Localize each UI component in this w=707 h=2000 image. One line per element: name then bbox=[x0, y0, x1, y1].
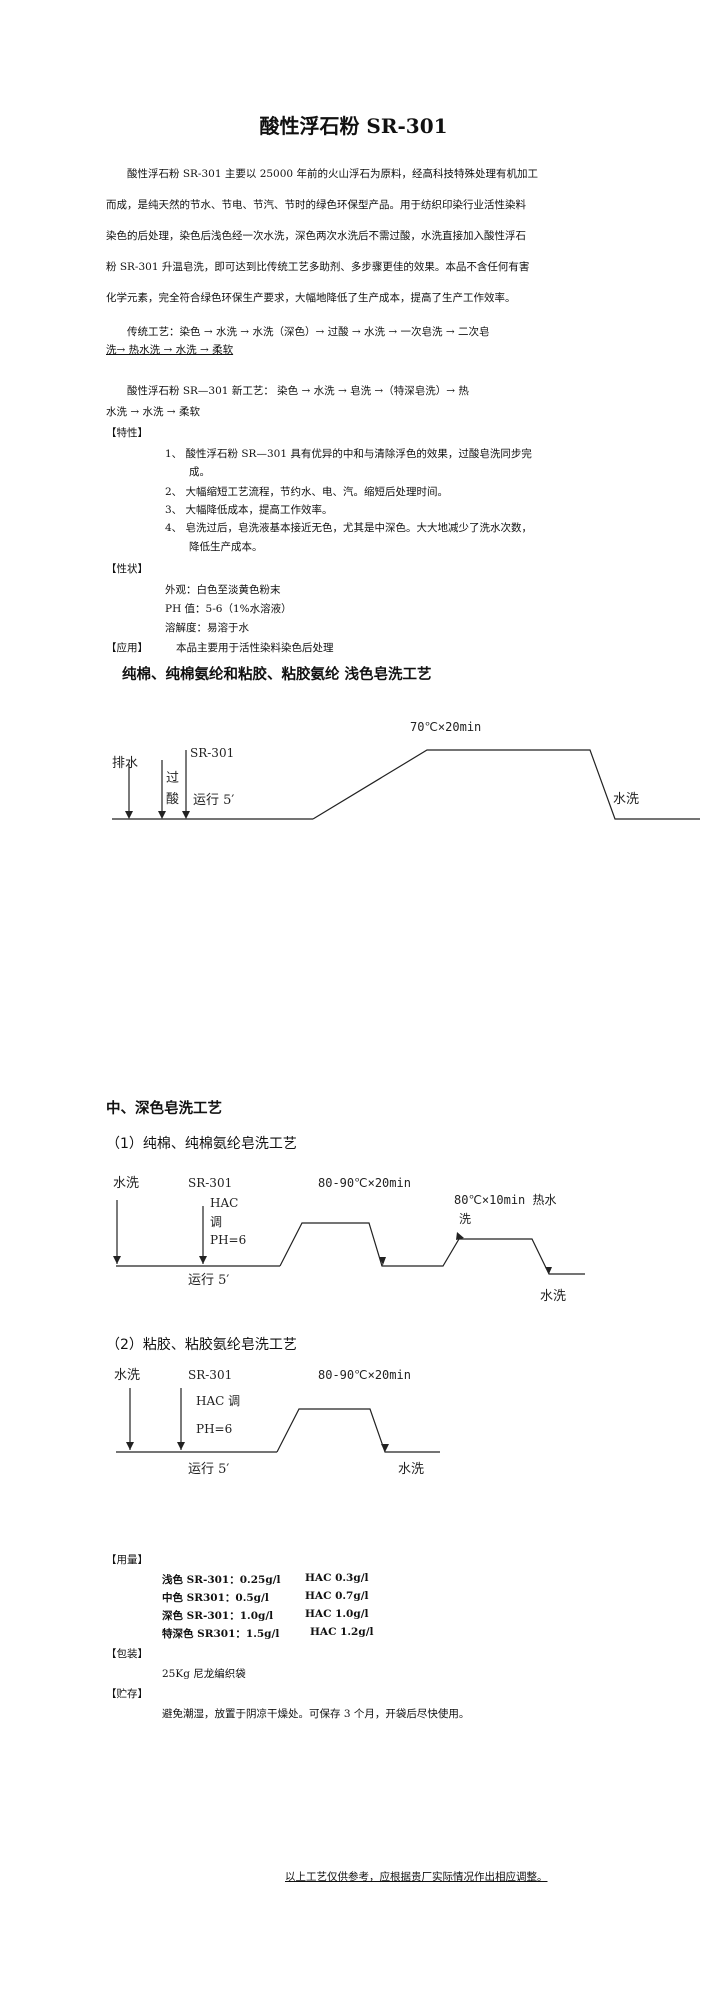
dosage-hac: HAC 0.3g/l bbox=[305, 1572, 369, 1584]
property-ph: PH 值：5-6（1%水溶液） bbox=[165, 603, 292, 615]
run-label: 运行 5′ bbox=[193, 793, 234, 808]
feature-item: 1、 酸性浮石粉 SR—301 具有优异的中和与清除浮色的效果，过酸皂洗同步完 bbox=[165, 448, 532, 460]
drain-label: 排水 bbox=[112, 756, 138, 771]
intro-line: 染色的后处理，染色后浅色经一次水洗，深色两次水洗后不需过酸，水洗直接加入酸性浮石 bbox=[106, 230, 526, 242]
new-process-line: 水洗 → 水洗 → 柔软 bbox=[106, 406, 200, 418]
intro-line: 而成，是纯天然的节水、节电、节汽、节时的绿色环保型产品。用于纺织印染行业活性染料 bbox=[106, 199, 526, 211]
medium-dark-heading: 中、深色皂洗工艺 bbox=[106, 1101, 222, 1117]
features-label: 【特性】 bbox=[106, 427, 148, 439]
feature-item: 3、 大幅降低成本，提高工作效率。 bbox=[165, 504, 333, 516]
temperature-label: 70℃×20min bbox=[410, 720, 481, 734]
property-appearance: 外观：白色至淡黄色粉末 bbox=[165, 584, 281, 596]
hac-label: HAC bbox=[210, 1196, 238, 1210]
hac-label: HAC 调 bbox=[196, 1394, 240, 1408]
dosage-name: 特深色 SR301：1.5g/l bbox=[162, 1628, 280, 1640]
application-label: 【应用】 bbox=[106, 642, 148, 654]
cotton-process-heading: （1）纯棉、纯棉氨纶皂洗工艺 bbox=[106, 1136, 297, 1152]
arrow-head bbox=[381, 1444, 389, 1452]
temperature-label: 洗 bbox=[459, 1212, 471, 1226]
viscose-process-heading: （2）粘胶、粘胶氨纶皂洗工艺 bbox=[106, 1337, 297, 1353]
run-label: 运行 5′ bbox=[188, 1273, 229, 1288]
arrow-head bbox=[113, 1256, 121, 1264]
arrow-head bbox=[126, 1442, 134, 1450]
dosage-name: 中色 SR301：0.5g/l bbox=[162, 1592, 269, 1604]
product-label: SR-301 bbox=[190, 746, 234, 760]
document-title: 酸性浮石粉 SR-301 bbox=[259, 114, 448, 138]
storage-label: 【贮存】 bbox=[106, 1688, 148, 1700]
viscose-process-diagram: 水洗 SR-301 HAC 调 PH=6 运行 5′ 80-90℃×20min … bbox=[114, 1368, 440, 1477]
feature-item: 4、 皂洗过后，皂洗液基本接近无色，尤其是中深色。大大地减少了洗水次数， bbox=[165, 522, 533, 534]
temperature-profile bbox=[276, 1408, 440, 1453]
arrow-head bbox=[545, 1267, 552, 1274]
traditional-process-line: 传统工艺：染色 → 水洗 → 水洗（深色）→ 过酸 → 水洗 → 一次皂洗 → … bbox=[127, 326, 490, 338]
temperature-label: 80-90℃×20min bbox=[318, 1176, 411, 1190]
temperature-profile bbox=[312, 749, 700, 820]
product-label: SR-301 bbox=[188, 1176, 232, 1190]
intro-line: 酸性浮石粉 SR-301 主要以 25000 年前的火山浮石为原料，经高科技特殊… bbox=[127, 168, 538, 180]
traditional-process-line: 洗→ 热水洗 → 水洗 → 柔软 bbox=[106, 344, 234, 356]
arrow-head bbox=[199, 1256, 207, 1264]
packing-label: 【包装】 bbox=[106, 1648, 148, 1660]
new-process-line: 酸性浮石粉 SR—301 新工艺： 染色 → 水洗 → 皂洗 →（特深皂洗）→ … bbox=[127, 385, 469, 397]
intro-line: 化学元素，完全符合绿色环保生产要求，大幅地降低了生产成本，提高了生产工作效率。 bbox=[106, 292, 516, 304]
ph-label: PH=6 bbox=[196, 1422, 232, 1436]
arrow-head bbox=[182, 811, 190, 819]
wash-label: 水洗 bbox=[613, 792, 639, 807]
wash-end-label: 水洗 bbox=[398, 1462, 424, 1477]
acid-label-top: 过 bbox=[166, 771, 179, 786]
arrow-head bbox=[456, 1232, 464, 1240]
wash-end-label: 水洗 bbox=[540, 1289, 566, 1304]
dosage-hac: HAC 1.0g/l bbox=[305, 1608, 369, 1620]
dosage-name: 浅色 SR-301：0.25g/l bbox=[162, 1574, 281, 1586]
feature-item: 成。 bbox=[189, 466, 210, 478]
cotton-process-diagram: 水洗 SR-301 HAC 调 PH=6 运行 5′ 80-90℃×20min … bbox=[113, 1176, 585, 1304]
intro-line: 粉 SR-301 升温皂洗，即可达到比传统工艺多助剂、多步骤更佳的效果。本品不含… bbox=[106, 261, 530, 273]
temperature-label: 80-90℃×20min bbox=[318, 1368, 411, 1382]
product-label: SR-301 bbox=[188, 1368, 232, 1382]
feature-item: 降低生产成本。 bbox=[189, 541, 263, 553]
property-solubility: 溶解度：易溶于水 bbox=[165, 622, 249, 634]
arrow-head bbox=[177, 1442, 185, 1450]
packing-text: 25Kg 尼龙编织袋 bbox=[162, 1668, 246, 1680]
dosage-label: 【用量】 bbox=[106, 1554, 148, 1566]
feature-item: 2、 大幅缩短工艺流程，节约水、电、汽。缩短后处理时间。 bbox=[165, 486, 449, 498]
dosage-hac: HAC 0.7g/l bbox=[305, 1590, 369, 1602]
dosage-hac: HAC 1.2g/l bbox=[310, 1626, 374, 1638]
light-process-diagram: 排水 过 酸 SR-301 运行 5′ 70℃×20min 水洗 bbox=[112, 720, 700, 820]
properties-label: 【性状】 bbox=[106, 563, 148, 575]
hac-label: 调 bbox=[210, 1215, 222, 1229]
wash-start-label: 水洗 bbox=[113, 1176, 139, 1191]
arrow-head bbox=[158, 811, 166, 819]
temperature-label: 80℃×10min 热水 bbox=[454, 1193, 557, 1207]
application-text: 本品主要用于活性染料染色后处理 bbox=[176, 642, 334, 654]
footer-note: 以上工艺仅供参考，应根据贵厂实际情况作出相应调整。 bbox=[285, 1871, 548, 1883]
acid-label-bottom: 酸 bbox=[166, 792, 179, 807]
storage-text: 避免潮湿，放置于阴凉干燥处。可保存 3 个月，开袋后尽快使用。 bbox=[162, 1708, 470, 1720]
arrow-head bbox=[379, 1257, 386, 1265]
dosage-name: 深色 SR-301：1.0g/l bbox=[162, 1610, 274, 1622]
run-label: 运行 5′ bbox=[188, 1462, 229, 1477]
wash-start-label: 水洗 bbox=[114, 1368, 140, 1383]
temperature-profile bbox=[279, 1222, 585, 1275]
arrow-head bbox=[125, 811, 133, 819]
light-process-heading: 纯棉、纯棉氨纶和粘胶、粘胶氨纶 浅色皂洗工艺 bbox=[122, 667, 432, 683]
ph-label: PH=6 bbox=[210, 1233, 246, 1247]
